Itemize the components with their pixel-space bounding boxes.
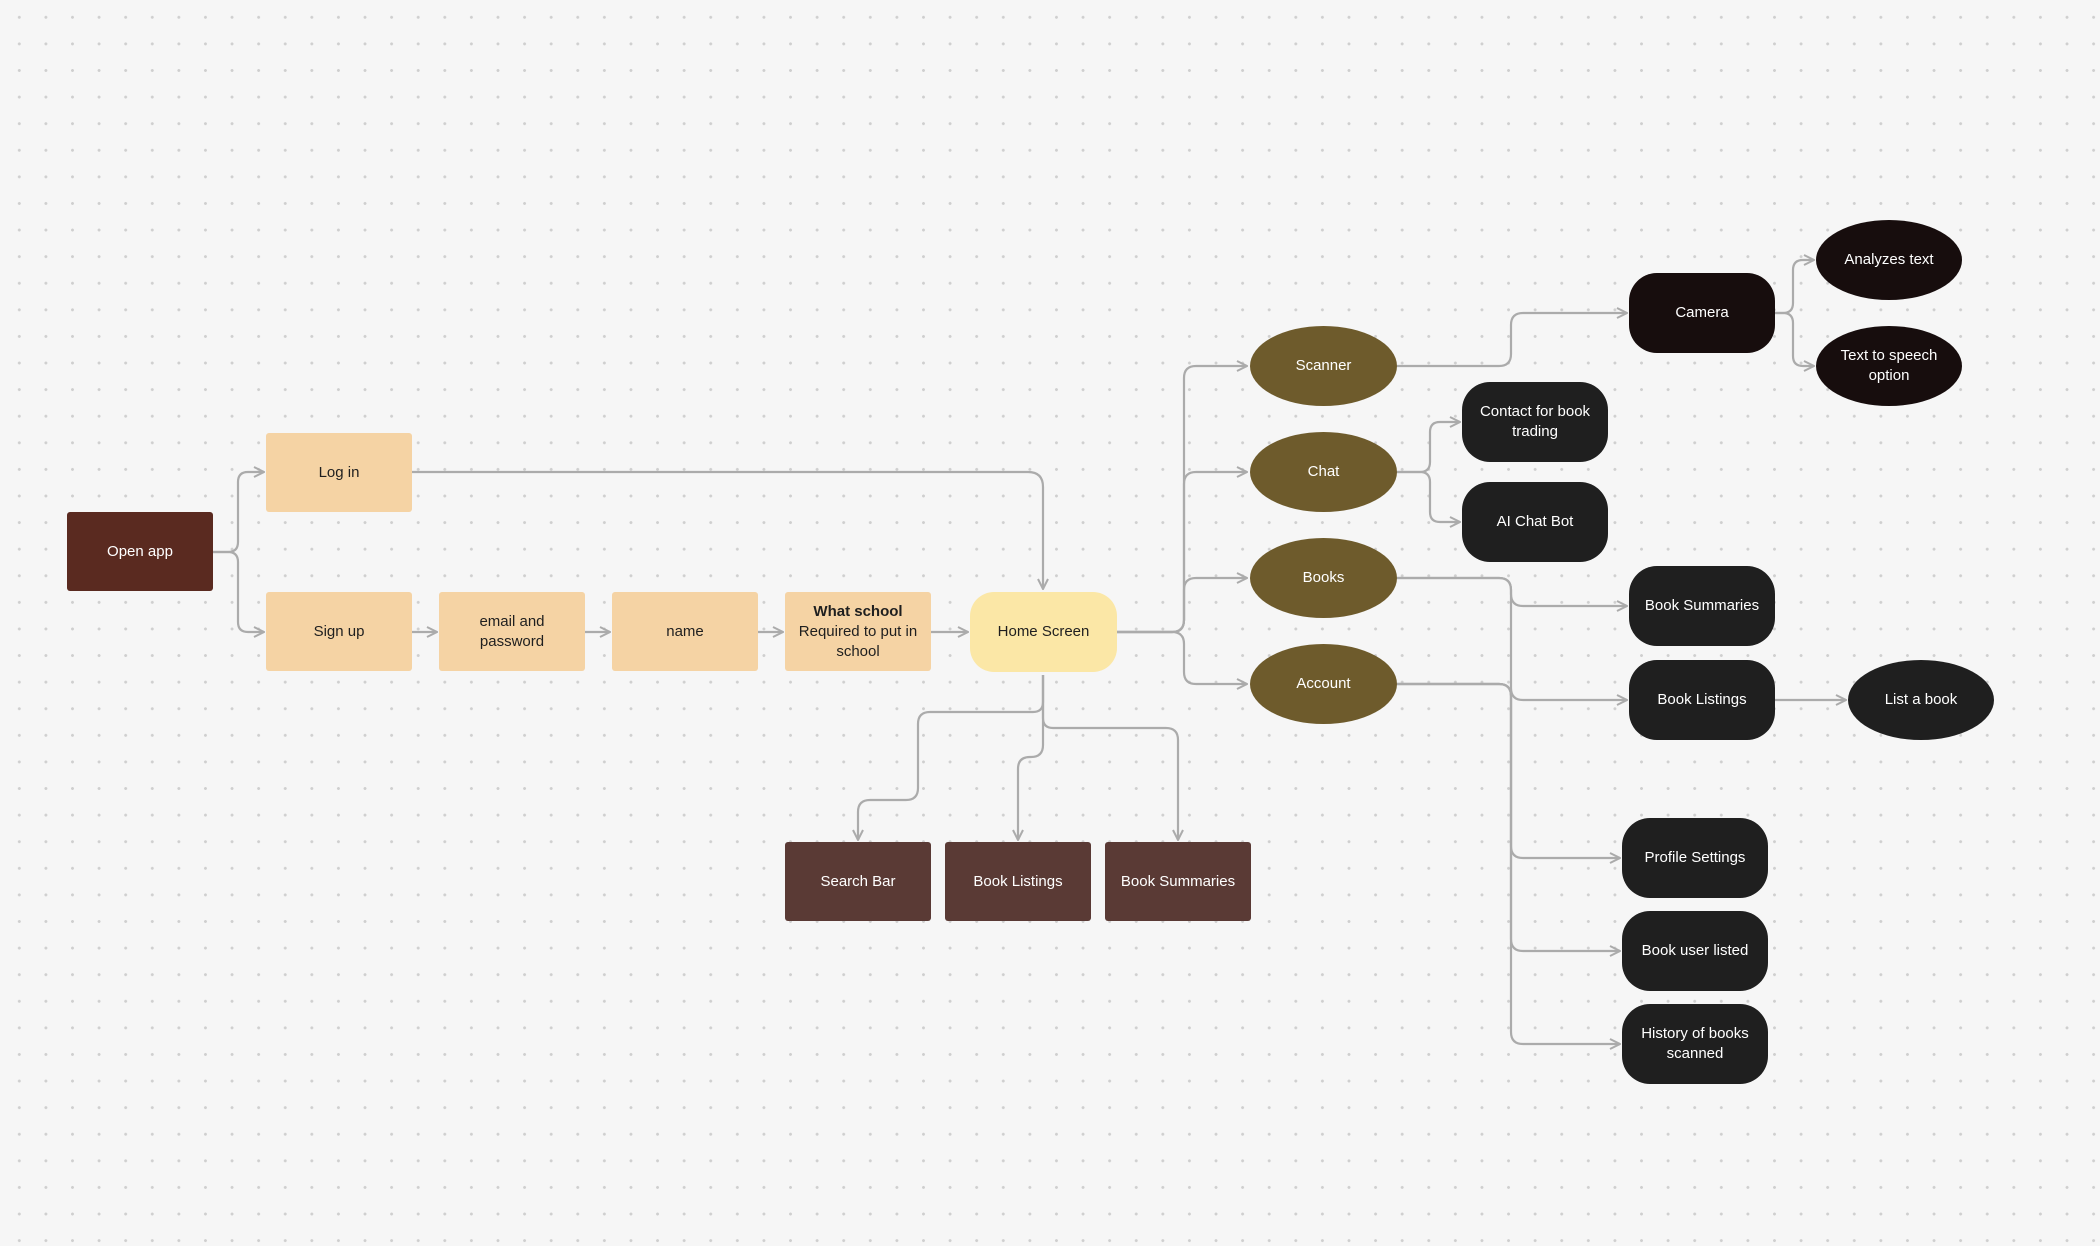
books-book-summaries-label: Book Summaries bbox=[1644, 597, 1760, 614]
books-label: Books bbox=[1302, 569, 1345, 586]
sign-up-node[interactable]: Sign up bbox=[266, 592, 412, 671]
search-bar-node[interactable]: Search Bar bbox=[785, 842, 931, 921]
connector-account-history bbox=[1397, 682, 1620, 1044]
camera-node[interactable]: Camera bbox=[1629, 273, 1775, 353]
connector-home-account bbox=[1117, 630, 1247, 684]
profile-settings-node[interactable]: Profile Settings bbox=[1622, 818, 1768, 898]
home-book-summaries-node[interactable]: Book Summaries bbox=[1105, 842, 1251, 921]
connector-home-chat bbox=[1117, 472, 1247, 634]
connector-chat-ai bbox=[1397, 470, 1460, 522]
connector-home-scanner bbox=[1117, 366, 1247, 634]
connector-home-books bbox=[1117, 578, 1247, 634]
log-in-label: Log in bbox=[318, 463, 360, 481]
connector-open-signup bbox=[213, 550, 264, 632]
email-and-password-label: email and password bbox=[479, 612, 545, 650]
what-school-node[interactable]: What school Required to put in school bbox=[785, 592, 931, 671]
home-screen-label: Home Screen bbox=[997, 623, 1090, 640]
home-book-listings-node[interactable]: Book Listings bbox=[945, 842, 1091, 921]
log-in-node[interactable]: Log in bbox=[266, 433, 412, 512]
books-book-listings-label: Book Listings bbox=[1657, 691, 1747, 708]
connector-account-userlisted bbox=[1397, 682, 1620, 951]
analyzes-text-node[interactable]: Analyzes text bbox=[1816, 220, 1962, 300]
open-app-node[interactable]: Open app bbox=[67, 512, 213, 591]
home-book-summaries-label: Book Summaries bbox=[1120, 872, 1236, 890]
contact-for-book-trading-label: Contact for book trading bbox=[1479, 403, 1591, 440]
ai-chat-bot-node[interactable]: AI Chat Bot bbox=[1462, 482, 1608, 562]
sign-up-label: Sign up bbox=[313, 622, 365, 640]
connector-open-login bbox=[213, 472, 264, 554]
connector-account-profile bbox=[1397, 682, 1620, 858]
account-node[interactable]: Account bbox=[1250, 644, 1397, 724]
contact-for-book-trading-node[interactable]: Contact for book trading bbox=[1462, 382, 1608, 462]
ai-chat-bot-label: AI Chat Bot bbox=[1496, 513, 1574, 530]
analyzes-text-label: Analyzes text bbox=[1844, 251, 1934, 268]
text-to-speech-label: Text to speech option bbox=[1840, 347, 1938, 384]
book-user-listed-label: Book user listed bbox=[1641, 942, 1749, 959]
camera-label: Camera bbox=[1675, 304, 1729, 321]
connector-home-search bbox=[858, 675, 1045, 840]
what-school-title: What school bbox=[813, 602, 903, 620]
books-book-summaries-node[interactable]: Book Summaries bbox=[1629, 566, 1775, 646]
list-a-book-label: List a book bbox=[1884, 691, 1958, 708]
books-book-listings-node[interactable]: Book Listings bbox=[1629, 660, 1775, 740]
connector-books-listings bbox=[1397, 576, 1627, 700]
email-and-password-node[interactable]: email and password bbox=[439, 592, 585, 671]
books-node[interactable]: Books bbox=[1250, 538, 1397, 618]
connector-books-summaries bbox=[1397, 576, 1627, 606]
account-label: Account bbox=[1296, 675, 1351, 692]
scanner-node[interactable]: Scanner bbox=[1250, 326, 1397, 406]
search-bar-label: Search Bar bbox=[820, 872, 896, 890]
name-label: name bbox=[666, 622, 704, 640]
home-screen-node[interactable]: Home Screen bbox=[970, 592, 1117, 672]
scanner-label: Scanner bbox=[1295, 357, 1352, 374]
connector-scanner-camera bbox=[1397, 313, 1627, 368]
connector-chat-contact bbox=[1397, 422, 1460, 474]
history-of-books-scanned-node[interactable]: History of books scanned bbox=[1622, 1004, 1768, 1084]
open-app-label: Open app bbox=[107, 542, 173, 560]
name-node[interactable]: name bbox=[612, 592, 758, 671]
what-school-note: Required to put in school bbox=[798, 622, 918, 660]
list-a-book-node[interactable]: List a book bbox=[1848, 660, 1994, 740]
history-of-books-scanned-label: History of books scanned bbox=[1641, 1025, 1749, 1062]
connector-home-summaries bbox=[1041, 675, 1178, 840]
connector-login-home bbox=[412, 470, 1043, 589]
connector-camera-tts bbox=[1775, 311, 1814, 366]
connector-camera-analyzes bbox=[1775, 260, 1814, 315]
book-user-listed-node[interactable]: Book user listed bbox=[1622, 911, 1768, 991]
home-book-listings-label: Book Listings bbox=[973, 872, 1063, 890]
text-to-speech-node[interactable]: Text to speech option bbox=[1816, 326, 1962, 406]
chat-node[interactable]: Chat bbox=[1250, 432, 1397, 512]
chat-label: Chat bbox=[1307, 463, 1340, 480]
profile-settings-label: Profile Settings bbox=[1644, 849, 1746, 866]
connector-home-listings bbox=[1018, 675, 1045, 840]
